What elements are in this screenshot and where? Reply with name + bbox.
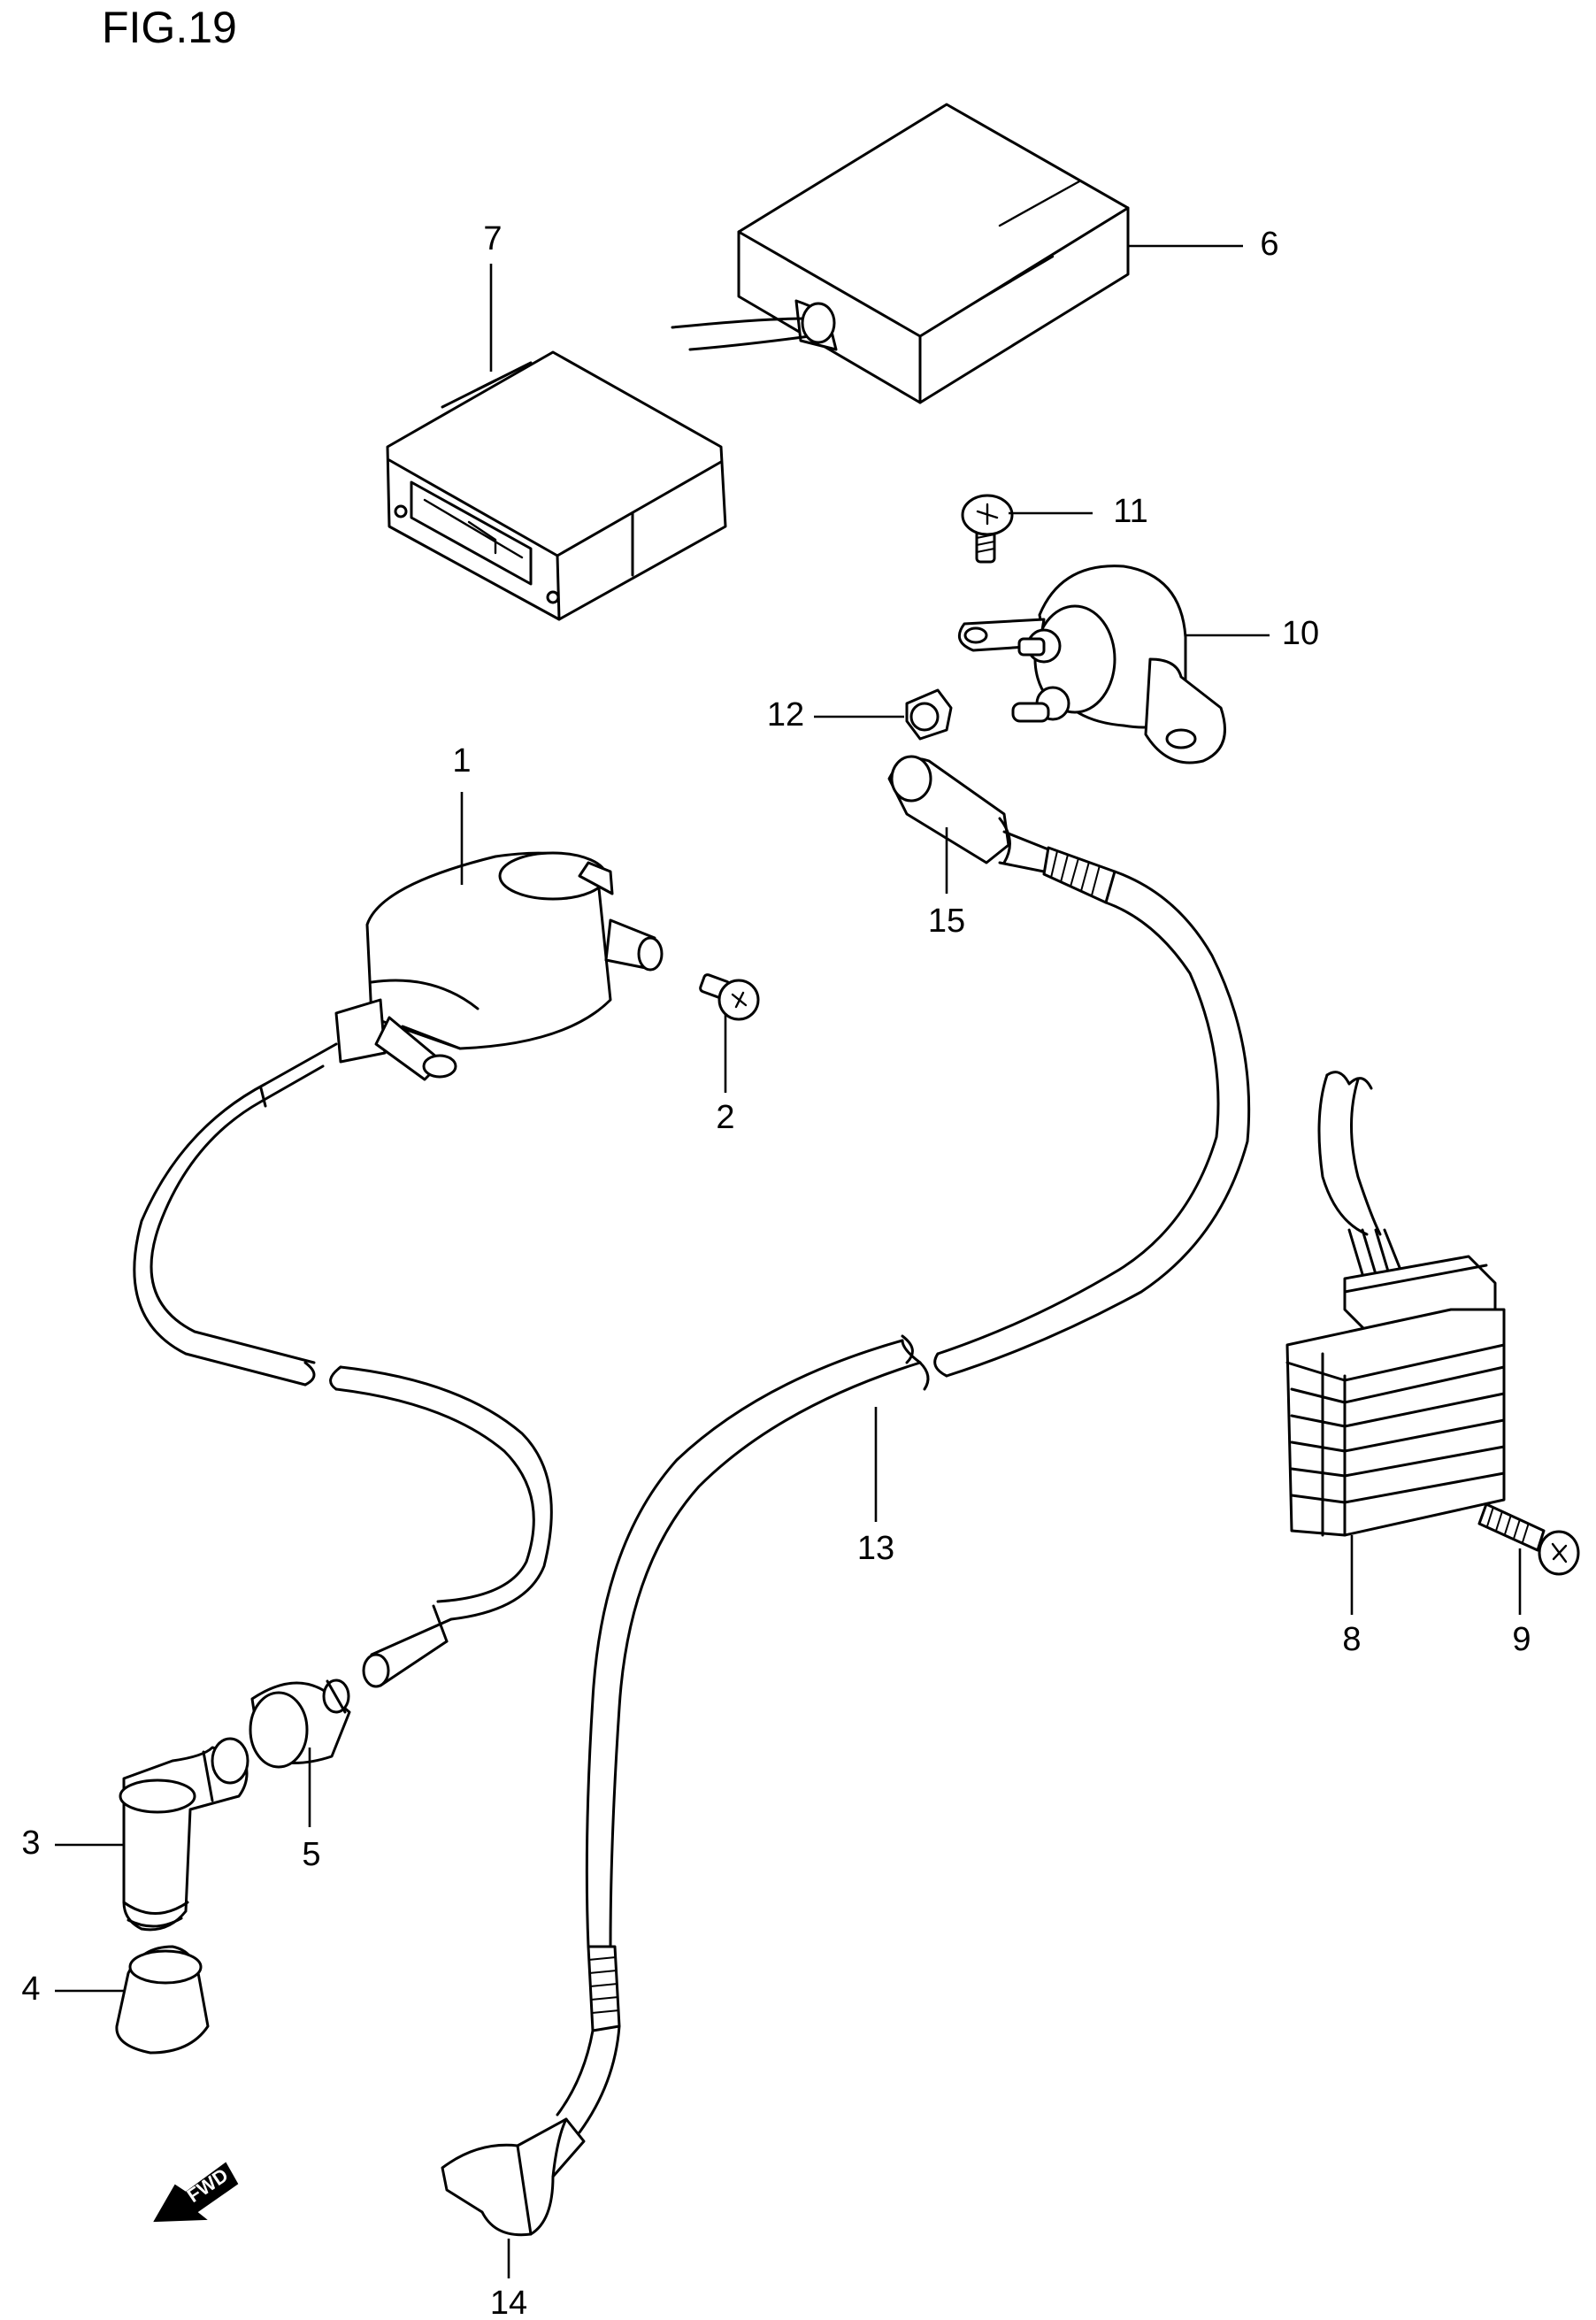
callout-13: 13 xyxy=(857,1530,894,1567)
callout-14: 14 xyxy=(490,2285,527,2320)
part-6-control-unit[interactable] xyxy=(671,103,1130,404)
callout-labels: 1 2 3 4 5 6 7 8 9 10 11 12 13 14 15 xyxy=(21,220,1531,2320)
callout-12: 12 xyxy=(767,696,804,734)
part-13-starter-cable[interactable] xyxy=(556,830,1251,2134)
callout-4: 4 xyxy=(21,1970,40,2008)
callout-3: 3 xyxy=(21,1825,40,1862)
callout-10: 10 xyxy=(1282,615,1319,652)
part-15-boot[interactable] xyxy=(887,755,1011,864)
callout-8: 8 xyxy=(1342,1621,1361,1658)
part-2-screw[interactable] xyxy=(699,973,760,1021)
part-11-screw[interactable] xyxy=(961,494,1014,564)
figure-title: FIG.19 xyxy=(102,3,237,52)
callout-9: 9 xyxy=(1512,1621,1531,1658)
part-4-cap-cover[interactable] xyxy=(115,1945,210,2055)
part-14-terminal-boot[interactable] xyxy=(441,2117,586,2237)
callout-5: 5 xyxy=(302,1836,320,1873)
part-10-starter-relay[interactable] xyxy=(957,565,1226,764)
part-8-regulator[interactable] xyxy=(1285,1071,1506,1537)
callout-1: 1 xyxy=(452,742,471,780)
part-7-ecu[interactable] xyxy=(386,350,727,621)
part-3-plug-cap[interactable] xyxy=(119,1737,249,1932)
part-12-nut[interactable] xyxy=(905,688,953,741)
callout-11: 11 xyxy=(1113,493,1147,530)
part-1-ht-lead xyxy=(133,1042,553,1688)
part-5-cap-seal[interactable] xyxy=(249,1679,351,1769)
callout-leaders xyxy=(55,244,1522,2278)
callout-6: 6 xyxy=(1260,226,1278,263)
callout-2: 2 xyxy=(716,1099,734,1136)
fwd-direction-arrow: FWD xyxy=(153,2162,239,2223)
callout-7: 7 xyxy=(483,220,502,257)
part-1-ignition-coil[interactable] xyxy=(334,851,664,1081)
part-9-bolt[interactable] xyxy=(1477,1502,1580,1576)
callout-15: 15 xyxy=(928,903,965,940)
